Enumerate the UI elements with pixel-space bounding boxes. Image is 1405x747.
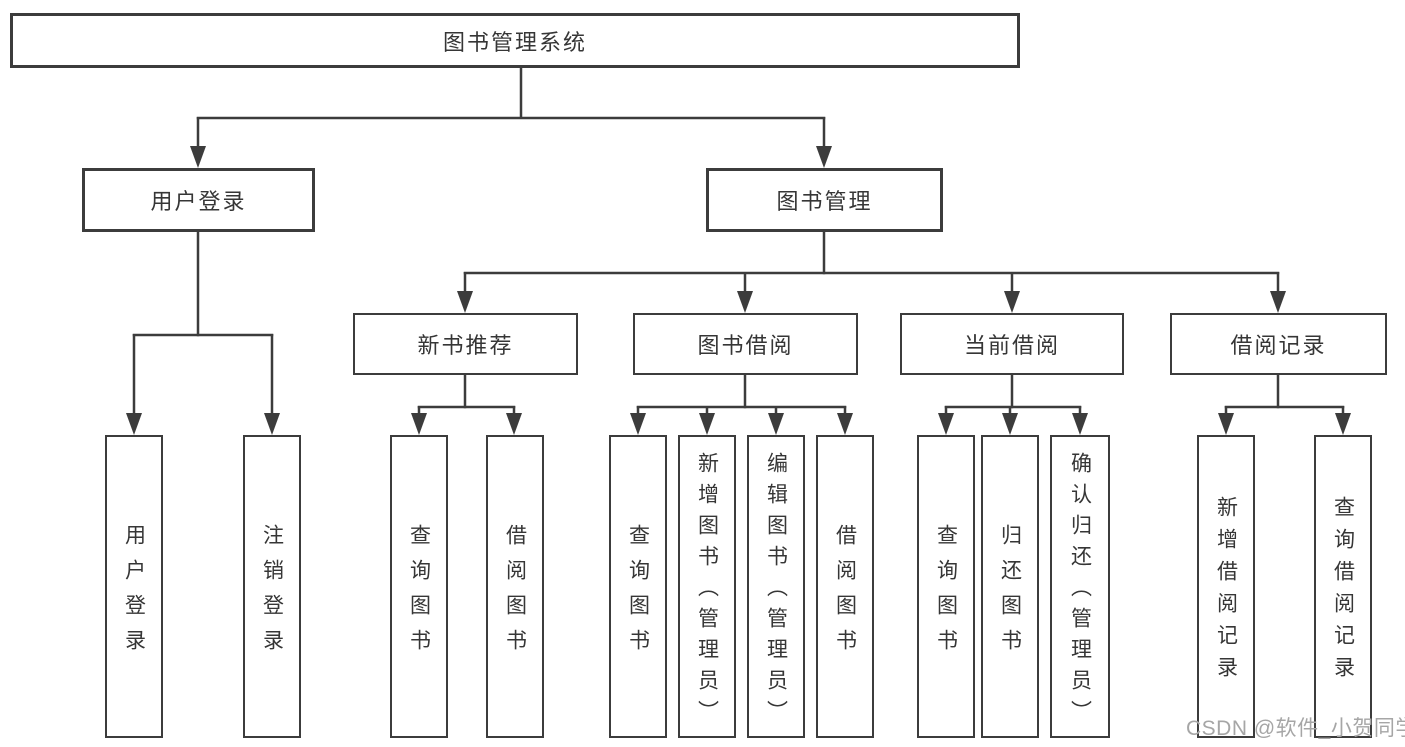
leaf-logout-label: 注销登录: [260, 523, 284, 664]
node-new-book-recommend-label: 新书推荐: [417, 333, 514, 358]
leaf-borrow-books-2-label: 借阅图书: [833, 523, 857, 664]
leaf-add-book-admin-label: 新增图书（管理员）: [695, 452, 719, 731]
node-current-borrow-label: 当前借阅: [963, 333, 1060, 358]
node-book-borrow-label: 图书借阅: [697, 333, 794, 358]
leaf-query-borrow-record-label: 查询借阅记录: [1331, 496, 1355, 688]
leaf-return-books-label: 归还图书: [998, 523, 1022, 664]
node-user-login-label: 用户登录: [150, 189, 247, 214]
leaf-add-borrow-record: 新增借阅记录: [1197, 435, 1255, 738]
leaf-borrow-books-2: 借阅图书: [816, 435, 874, 738]
leaf-borrow-books-1: 借阅图书: [486, 435, 544, 738]
leaf-query-books-1-label: 查询图书: [407, 523, 431, 664]
node-user-login: 用户登录: [82, 168, 315, 232]
csdn-watermark: CSDN @软件_小贺同学: [1186, 717, 1405, 740]
leaf-user-login-label: 用户登录: [122, 523, 146, 664]
leaf-borrow-books-1-label: 借阅图书: [503, 523, 527, 664]
leaf-query-books-2: 查询图书: [609, 435, 667, 738]
node-root-label: 图书管理系统: [442, 29, 587, 55]
leaf-logout: 注销登录: [243, 435, 301, 738]
leaf-query-books-2-label: 查询图书: [626, 523, 650, 664]
node-book-management: 图书管理: [706, 168, 943, 232]
node-borrow-records-label: 借阅记录: [1230, 333, 1327, 358]
node-borrow-records: 借阅记录: [1170, 313, 1387, 375]
leaf-return-books: 归还图书: [981, 435, 1039, 738]
node-book-borrow: 图书借阅: [633, 313, 858, 375]
node-book-management-label: 图书管理: [776, 189, 873, 214]
leaf-query-books-1: 查询图书: [390, 435, 448, 738]
leaf-confirm-return-admin-label: 确认归还（管理员）: [1068, 452, 1092, 731]
leaf-query-books-3: 查询图书: [917, 435, 975, 738]
leaf-edit-book-admin: 编辑图书（管理员）: [747, 435, 805, 738]
leaf-edit-book-admin-label: 编辑图书（管理员）: [764, 452, 788, 731]
leaf-add-borrow-record-label: 新增借阅记录: [1214, 496, 1238, 688]
arrowheads: [126, 146, 1351, 435]
leaf-query-borrow-record: 查询借阅记录: [1314, 435, 1372, 738]
leaf-confirm-return-admin: 确认归还（管理员）: [1050, 435, 1110, 738]
node-root: 图书管理系统: [10, 13, 1020, 68]
leaf-add-book-admin: 新增图书（管理员）: [678, 435, 736, 738]
leaf-query-books-3-label: 查询图书: [934, 523, 958, 664]
node-current-borrow: 当前借阅: [900, 313, 1124, 375]
node-new-book-recommend: 新书推荐: [353, 313, 578, 375]
leaf-user-login: 用户登录: [105, 435, 163, 738]
